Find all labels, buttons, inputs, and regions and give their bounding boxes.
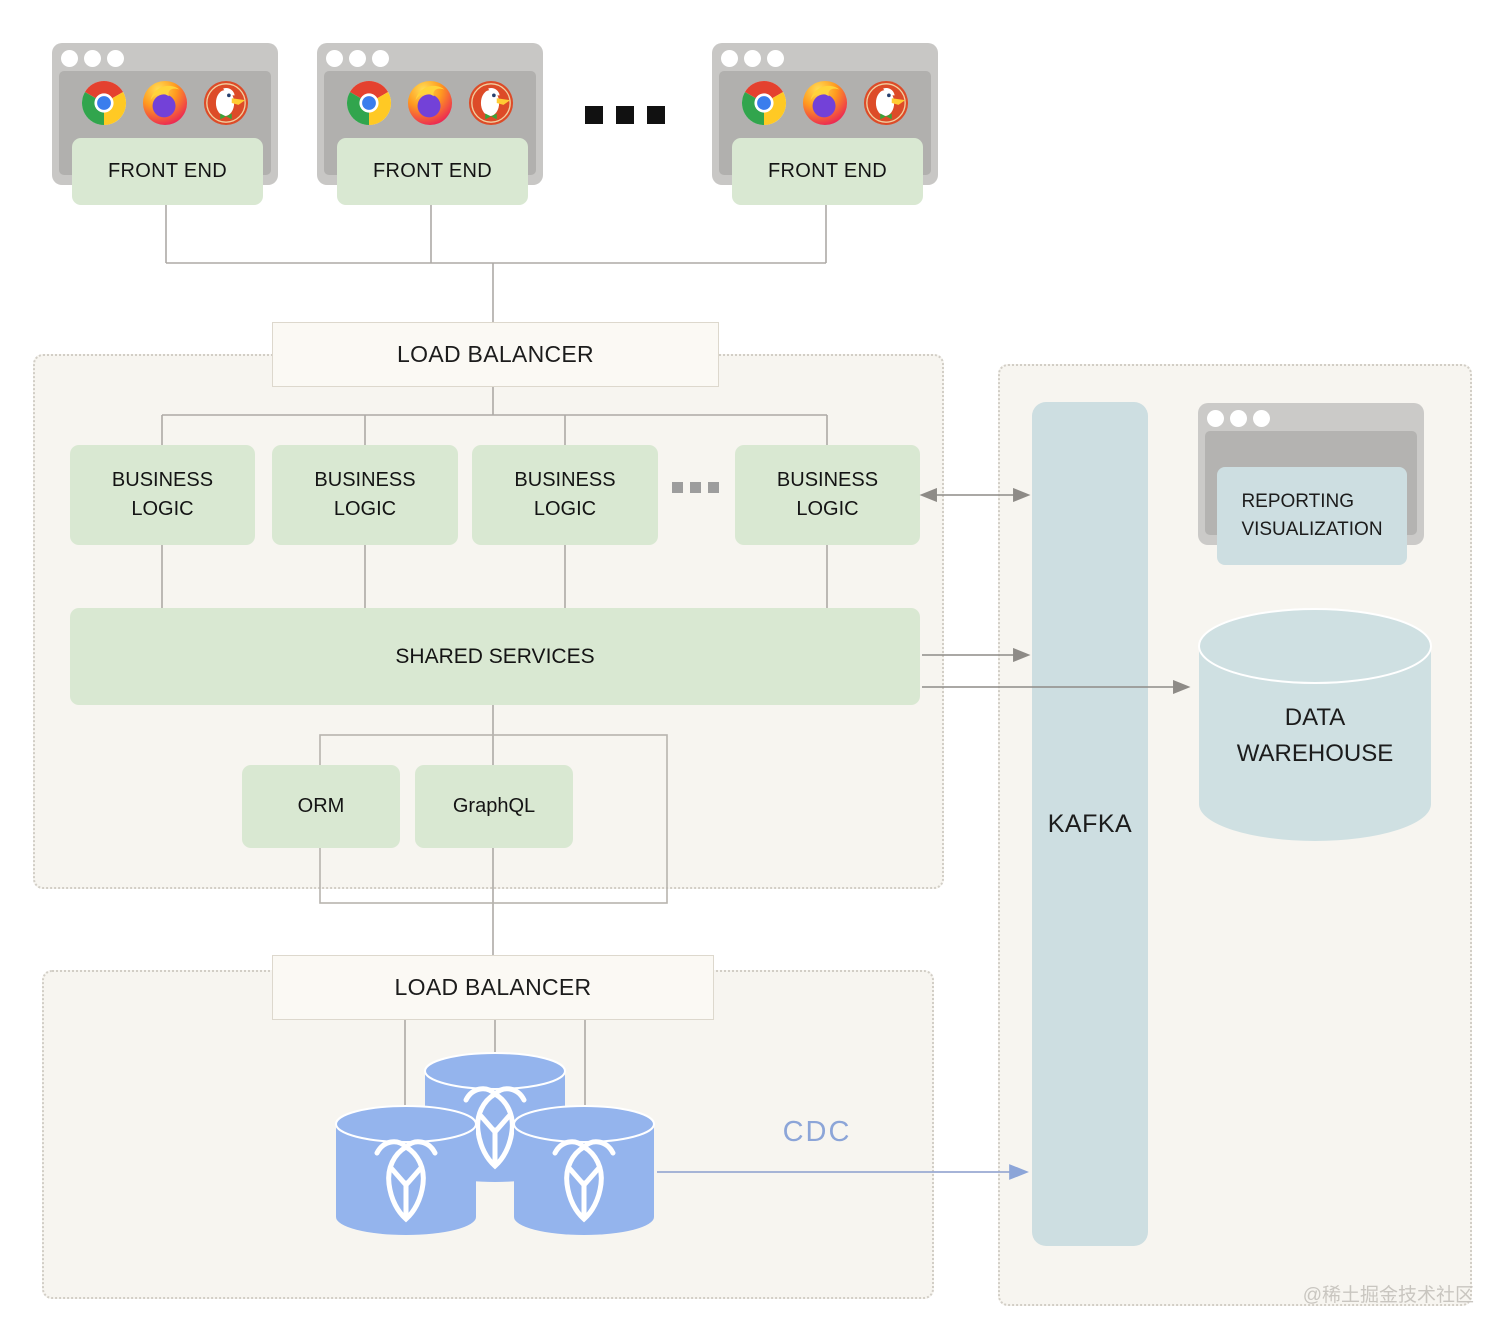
load-balancer-top-box: LOAD BALANCER (272, 322, 719, 387)
reporting-window: REPORTING VISUALIZATION (1198, 403, 1424, 565)
front-end-box: FRONT END (72, 138, 263, 205)
orm-box: ORM (242, 765, 400, 848)
cockroachdb-node (335, 1105, 477, 1235)
window-controls-icon (61, 50, 124, 67)
business-logic-box: BUSINESS LOGIC (272, 445, 458, 545)
shared-services-box: SHARED SERVICES (70, 608, 920, 705)
window-controls-icon (1207, 410, 1270, 427)
window-controls-icon (721, 50, 784, 67)
data-warehouse-cylinder (1198, 608, 1432, 841)
watermark: @稀土掘金技术社区 (1302, 1285, 1474, 1306)
data-warehouse-label: DATA WAREHOUSE (1236, 704, 1394, 767)
chrome-icon (81, 80, 127, 126)
firefox-icon (407, 80, 453, 126)
cockroachdb-icon (374, 1139, 438, 1223)
reporting-visualization-box: REPORTING VISUALIZATION (1217, 467, 1407, 565)
graphql-box: GraphQL (415, 765, 573, 848)
cdc-label: CDC (782, 1116, 852, 1148)
duckduckgo-icon (863, 80, 909, 126)
firefox-icon (142, 80, 188, 126)
ellipsis-icon (585, 106, 678, 124)
business-logic-box: BUSINESS LOGIC (70, 445, 255, 545)
ellipsis-icon (672, 482, 726, 493)
browser-window: FRONT END (52, 43, 278, 205)
business-logic-box: BUSINESS LOGIC (735, 445, 920, 545)
business-logic-box: BUSINESS LOGIC (472, 445, 658, 545)
kafka-bar: KAFKA (1032, 402, 1148, 1246)
chrome-icon (346, 80, 392, 126)
chrome-icon (741, 80, 787, 126)
browser-window: FRONT END (317, 43, 543, 205)
duckduckgo-icon (203, 80, 249, 126)
window-controls-icon (326, 50, 389, 67)
cockroachdb-node (513, 1105, 655, 1235)
browser-window: FRONT END (712, 43, 938, 205)
front-end-box: FRONT END (732, 138, 923, 205)
cockroachdb-icon (552, 1139, 616, 1223)
duckduckgo-icon (468, 80, 514, 126)
firefox-icon (802, 80, 848, 126)
front-end-box: FRONT END (337, 138, 528, 205)
load-balancer-bottom-box: LOAD BALANCER (272, 955, 714, 1020)
